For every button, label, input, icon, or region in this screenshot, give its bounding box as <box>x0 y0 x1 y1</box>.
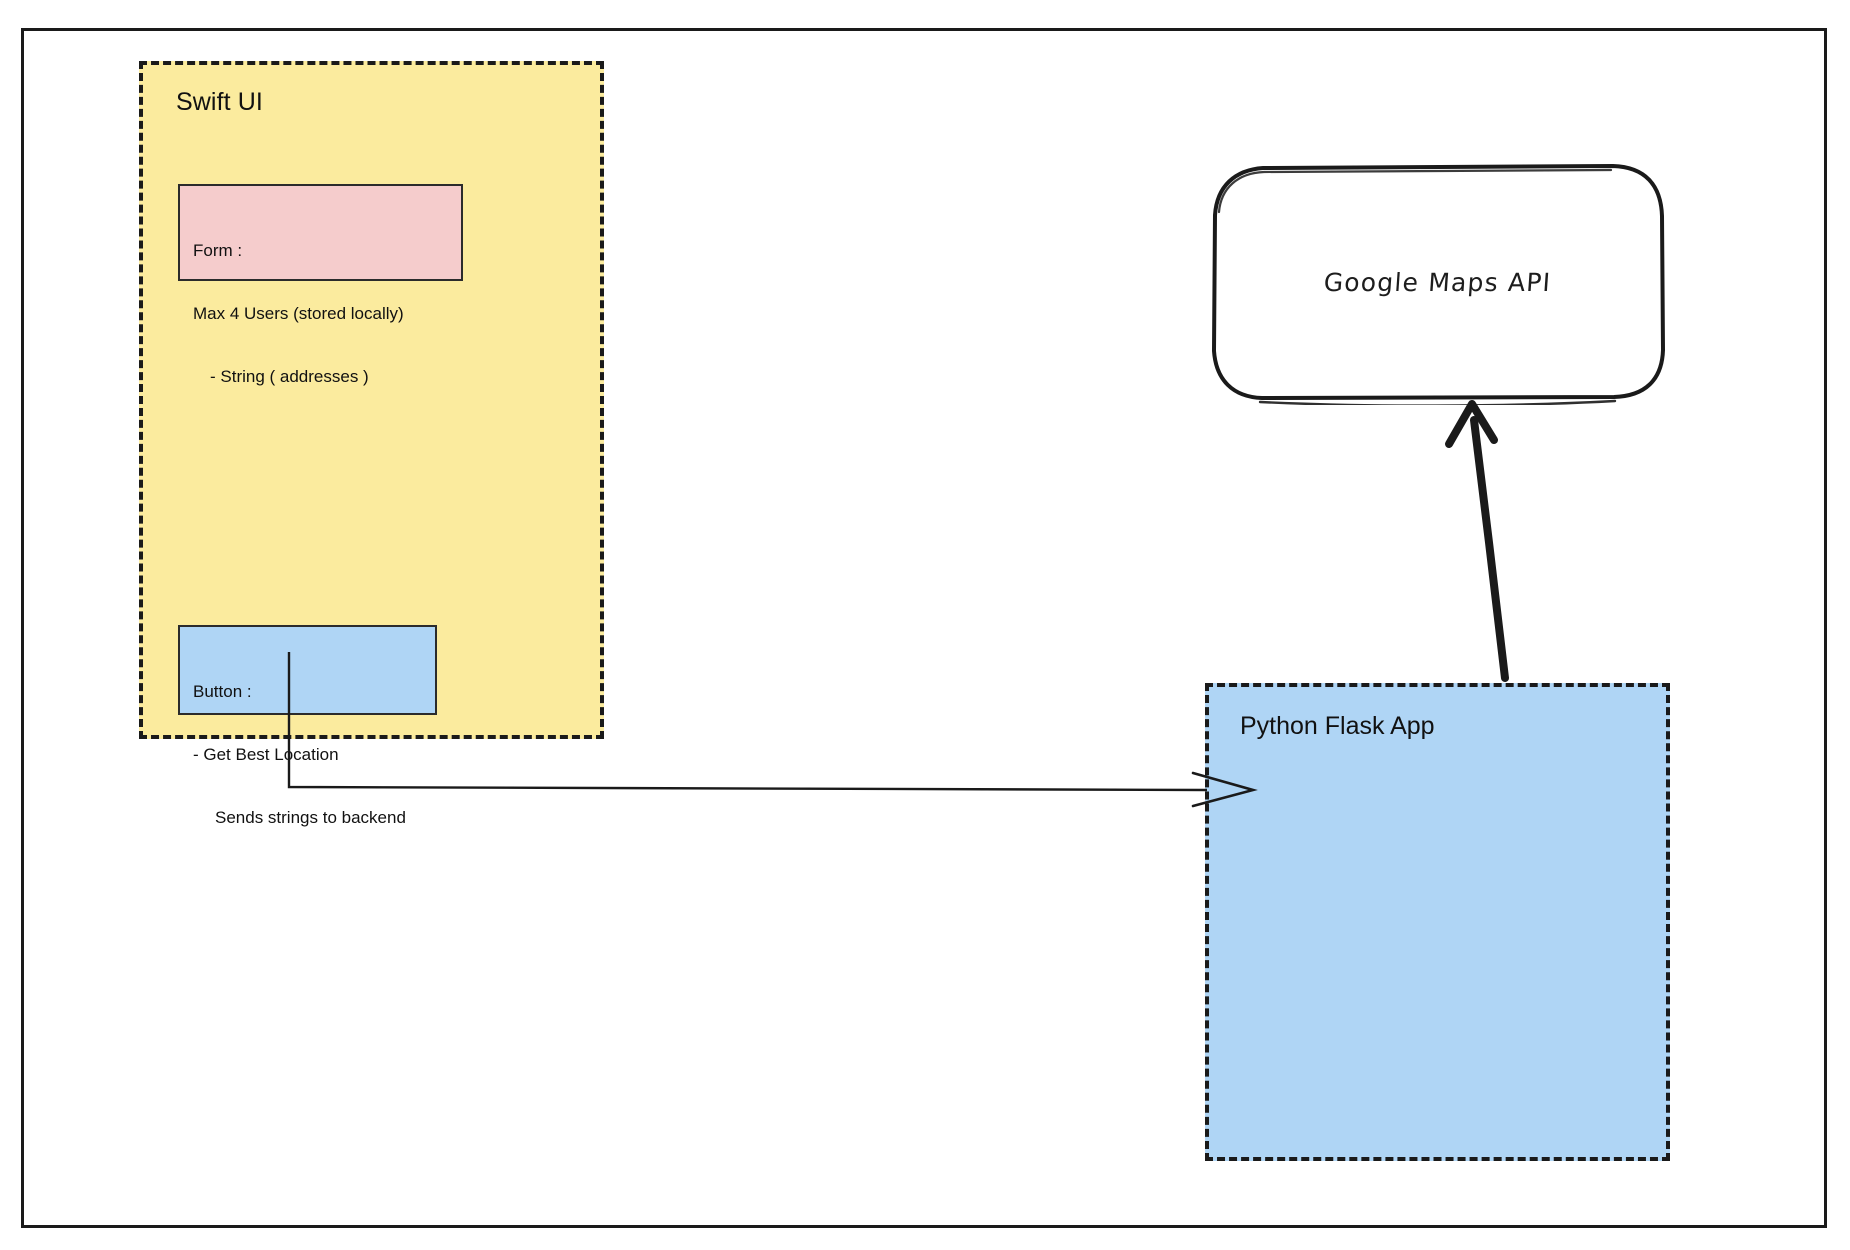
form-line-2: Max 4 Users (stored locally) <box>193 304 404 323</box>
button-line-2: - Get Best Location <box>193 745 339 764</box>
swift-ui-container[interactable]: Swift UI Form : Max 4 Users (stored loca… <box>139 61 604 827</box>
button-box-text: Button : - Get Best Location Sends strin… <box>193 639 406 870</box>
outer-frame <box>21 28 1827 1228</box>
button-box[interactable]: Button : - Get Best Location Sends strin… <box>178 625 437 827</box>
google-maps-api-node[interactable]: Google Maps API <box>1205 160 1670 405</box>
python-flask-app-title: Python Flask App <box>1240 712 1435 740</box>
form-line-1: Form : <box>193 241 243 260</box>
button-line-3: Sends strings to backend <box>215 808 406 827</box>
form-line-3: - String ( addresses ) <box>210 367 369 386</box>
google-maps-api-shape <box>1212 164 1665 405</box>
swift-ui-title: Swift UI <box>176 88 263 116</box>
button-line-1: Button : <box>193 682 252 701</box>
python-flask-app-node[interactable]: Python Flask App <box>1205 683 1670 1161</box>
form-box-text: Form : Max 4 Users (stored locally) - St… <box>193 198 404 429</box>
form-box[interactable]: Form : Max 4 Users (stored locally) - St… <box>178 184 463 386</box>
